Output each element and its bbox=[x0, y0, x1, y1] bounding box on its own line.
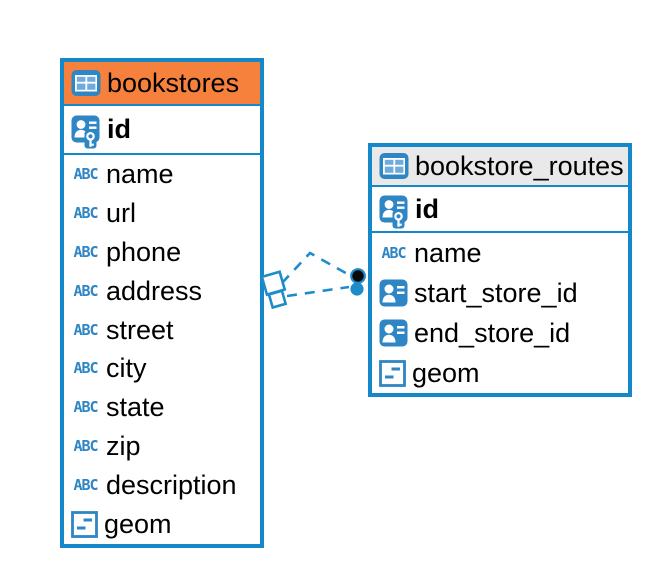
table-icon bbox=[379, 152, 409, 180]
text-type-icon: ABC bbox=[73, 164, 98, 183]
column-row[interactable]: end_store_id bbox=[372, 313, 628, 353]
column-row[interactable]: ABC description bbox=[64, 466, 260, 505]
text-type-icon: ABC bbox=[381, 243, 406, 262]
column-name: description bbox=[106, 470, 237, 501]
geometry-type-icon bbox=[71, 511, 98, 539]
column-name: address bbox=[106, 275, 203, 306]
table-title: bookstores bbox=[107, 67, 240, 98]
text-type-icon: ABC bbox=[73, 320, 98, 339]
column-name: name bbox=[106, 158, 174, 189]
column-name: state bbox=[106, 392, 165, 423]
text-type-icon: ABC bbox=[73, 203, 98, 222]
column-row[interactable]: geom bbox=[372, 353, 628, 393]
column-name: zip bbox=[106, 431, 141, 462]
column-name: start_store_id bbox=[414, 277, 578, 308]
column-row-primary-key[interactable]: id bbox=[64, 106, 260, 155]
column-row[interactable]: ABC name bbox=[372, 233, 628, 273]
column-name: city bbox=[106, 353, 147, 384]
column-list: ABC name start_store_id end_store_id geom bbox=[372, 233, 628, 393]
column-row[interactable]: ABC phone bbox=[64, 233, 260, 272]
column-name: url bbox=[106, 197, 137, 228]
text-type-icon: ABC bbox=[73, 359, 98, 378]
relation-link-start-store[interactable] bbox=[281, 251, 352, 284]
primary-key-icon bbox=[379, 195, 409, 228]
column-name: geom bbox=[104, 509, 172, 540]
column-row[interactable]: ABC state bbox=[64, 388, 260, 427]
relation-many-end-marker bbox=[260, 270, 288, 310]
column-row[interactable]: ABC address bbox=[64, 272, 260, 311]
column-name: end_store_id bbox=[414, 317, 571, 348]
text-type-icon: ABC bbox=[73, 398, 98, 417]
column-name: phone bbox=[106, 236, 182, 267]
table-header-bookstore-routes[interactable]: bookstore_routes bbox=[372, 147, 628, 187]
foreign-key-type-icon bbox=[379, 319, 408, 347]
column-row[interactable]: ABC name bbox=[64, 155, 260, 194]
column-row[interactable]: ABC zip bbox=[64, 427, 260, 466]
table-header-bookstores[interactable]: bookstores bbox=[64, 62, 260, 106]
geometry-type-icon bbox=[379, 359, 406, 387]
column-row[interactable]: ABC url bbox=[64, 194, 260, 233]
column-name: name bbox=[414, 237, 482, 268]
column-name: id bbox=[415, 193, 439, 224]
column-row[interactable]: start_store_id bbox=[372, 273, 628, 313]
relation-one-end-marker bbox=[350, 268, 366, 296]
column-row-primary-key[interactable]: id bbox=[372, 187, 628, 233]
table-title: bookstore_routes bbox=[415, 150, 624, 181]
entity-table-bookstore-routes[interactable]: bookstore_routes id ABC name start_store_… bbox=[368, 143, 632, 397]
column-row[interactable]: ABC street bbox=[64, 311, 260, 350]
text-type-icon: ABC bbox=[73, 437, 98, 456]
text-type-icon: ABC bbox=[73, 242, 98, 261]
column-row[interactable]: ABC city bbox=[64, 350, 260, 389]
table-icon bbox=[71, 69, 101, 97]
foreign-key-type-icon bbox=[379, 279, 408, 307]
text-type-icon: ABC bbox=[73, 281, 98, 300]
column-name: geom bbox=[412, 357, 480, 388]
column-name: id bbox=[107, 114, 131, 144]
relation-link-end-store[interactable] bbox=[286, 285, 350, 298]
text-type-icon: ABC bbox=[73, 476, 98, 495]
column-name: street bbox=[106, 314, 174, 345]
primary-key-icon bbox=[71, 115, 101, 149]
column-row[interactable]: geom bbox=[64, 505, 260, 544]
